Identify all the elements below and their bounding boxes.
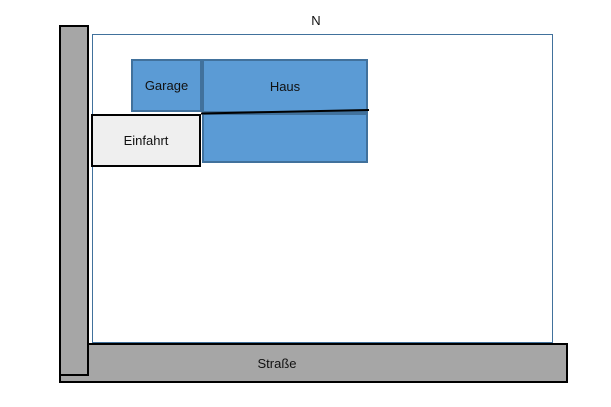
street-label: Straße: [257, 356, 297, 371]
einfahrt-label: Einfahrt: [123, 133, 169, 148]
haus-label: Haus: [269, 78, 301, 94]
north-marker-label: N: [311, 13, 321, 28]
garage-label: Garage: [144, 78, 189, 93]
haus-shape: Haus: [202, 59, 368, 113]
garage-shape: Garage: [131, 59, 202, 112]
street-area: [59, 343, 568, 383]
side-road-area: [59, 25, 89, 376]
haus-annex-shape: [202, 113, 368, 163]
einfahrt-shape: Einfahrt: [91, 114, 201, 167]
